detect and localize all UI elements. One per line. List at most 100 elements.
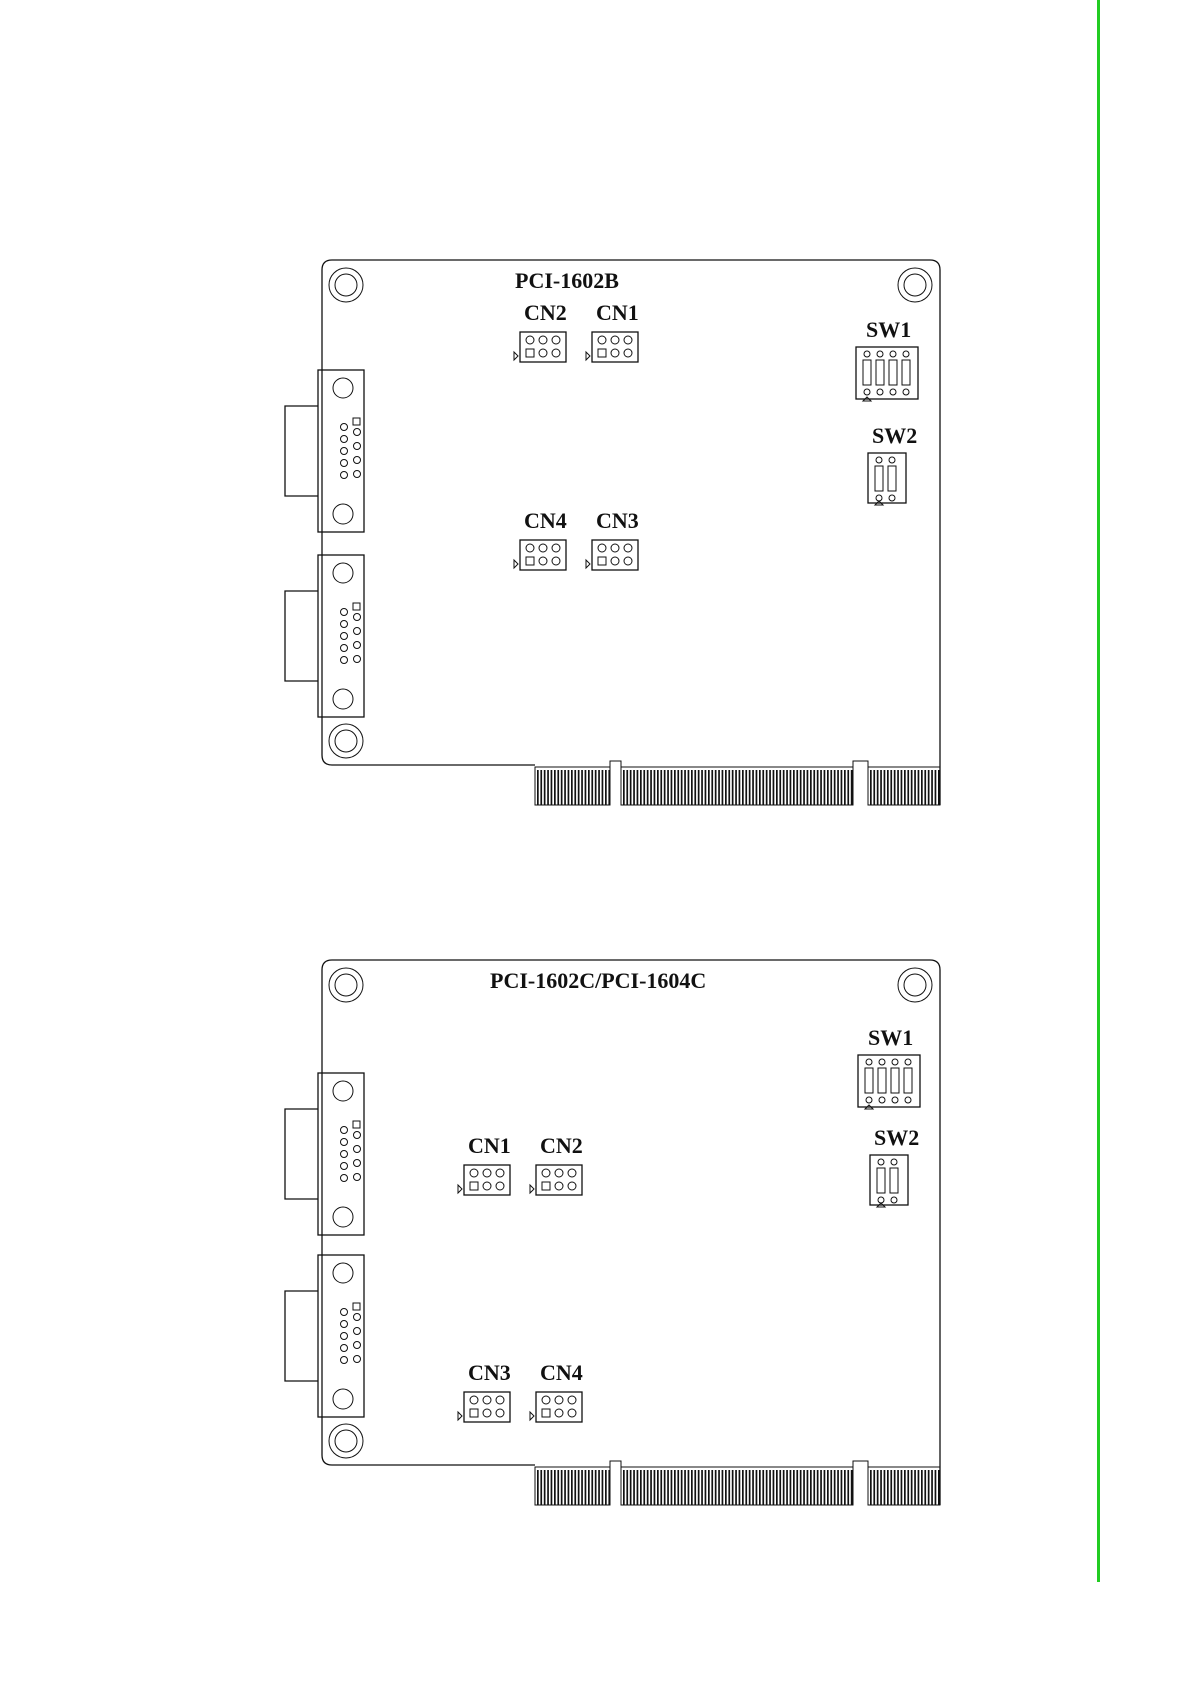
- edge-finger: [897, 770, 899, 805]
- switch-lever: [904, 1068, 912, 1093]
- db9-pin: [354, 1314, 361, 1321]
- edge-finger: [769, 1470, 771, 1505]
- edge-finger: [837, 770, 839, 805]
- edge-finger: [887, 770, 889, 805]
- header-pin: [496, 1409, 504, 1417]
- edge-finger: [561, 770, 563, 805]
- edge-finger: [705, 1470, 707, 1505]
- connector-label-cn4: CN4: [524, 508, 567, 533]
- pin-header: [586, 540, 638, 570]
- edge-finger: [779, 1470, 781, 1505]
- db9-pin: [354, 443, 361, 450]
- db9-shell: [285, 591, 318, 681]
- edge-finger: [574, 770, 576, 805]
- pin1-marker: [458, 1412, 462, 1420]
- edge-finger: [824, 770, 826, 805]
- edge-finger: [684, 770, 686, 805]
- edge-finger: [935, 770, 937, 805]
- connector-label-cn3: CN3: [468, 1360, 511, 1385]
- edge-finger: [722, 1470, 724, 1505]
- edge-finger: [732, 770, 734, 805]
- edge-finger: [544, 770, 546, 805]
- db9-pin: [354, 1132, 361, 1139]
- switch-lever: [863, 360, 871, 385]
- header-pin: [483, 1409, 491, 1417]
- edge-finger: [773, 1470, 775, 1505]
- db9-pin: [341, 609, 348, 616]
- switch-contact: [903, 351, 909, 357]
- edge-finger: [938, 770, 940, 805]
- edge-finger: [796, 770, 798, 805]
- edge-finger: [824, 1470, 826, 1505]
- board-drawing: PCI-1602C/PCI-1604C CN1 CN2 CN3 CN4 SW1 …: [0, 955, 1190, 1515]
- header-pin: [526, 336, 534, 344]
- edge-finger: [554, 1470, 556, 1505]
- edge-finger: [654, 1470, 656, 1505]
- header-pin: [611, 349, 619, 357]
- header-pin: [483, 1396, 491, 1404]
- edge-finger: [650, 770, 652, 805]
- edge-finger: [901, 1470, 903, 1505]
- edge-finger: [904, 1470, 906, 1505]
- edge-finger: [633, 770, 635, 805]
- edge-finger: [540, 1470, 542, 1505]
- header-pin: [552, 349, 560, 357]
- edge-finger: [557, 770, 559, 805]
- switch-contact: [889, 495, 895, 501]
- switch-label-sw1: SW1: [866, 317, 911, 342]
- header-pin: [470, 1169, 478, 1177]
- switch-contact: [892, 1059, 898, 1065]
- edge-finger: [870, 770, 872, 805]
- edge-finger: [830, 1470, 832, 1505]
- header-pin: [624, 557, 632, 565]
- db9-pin: [341, 436, 348, 443]
- edge-finger: [841, 1470, 843, 1505]
- switch-contact: [866, 1059, 872, 1065]
- header-pin-square: [598, 557, 606, 565]
- switch-contact: [877, 389, 883, 395]
- edge-finger: [571, 770, 573, 805]
- edge-finger: [820, 1470, 822, 1505]
- mount-hole: [898, 268, 932, 302]
- switch-lever: [891, 1068, 899, 1093]
- db9-pin: [341, 1333, 348, 1340]
- dip-switch: [870, 1155, 908, 1207]
- edge-finger: [581, 770, 583, 805]
- pin1-marker: [530, 1185, 534, 1193]
- edge-finger: [884, 770, 886, 805]
- edge-finger: [813, 1470, 815, 1505]
- header-pin: [496, 1169, 504, 1177]
- edge-finger: [701, 770, 703, 805]
- edge-finger: [921, 1470, 923, 1505]
- mount-hole: [329, 268, 363, 302]
- edge-finger: [807, 1470, 809, 1505]
- switch-lever: [875, 466, 883, 491]
- edge-finger: [841, 770, 843, 805]
- db9-port: [285, 370, 364, 532]
- switch-label-sw1: SW1: [868, 1025, 913, 1050]
- dip-switch: [856, 347, 918, 401]
- switch-contact: [879, 1059, 885, 1065]
- mount-holes: [329, 968, 932, 1458]
- edge-finger-group: [535, 1467, 610, 1505]
- header-pin: [611, 336, 619, 344]
- edge-finger: [598, 1470, 600, 1505]
- edge-finger: [897, 1470, 899, 1505]
- edge-finger: [588, 1470, 590, 1505]
- edge-finger: [827, 770, 829, 805]
- edge-finger: [890, 770, 892, 805]
- db9-pin: [341, 1139, 348, 1146]
- db9-pin: [354, 471, 361, 478]
- connector-label-cn1: CN1: [468, 1133, 511, 1158]
- edge-finger: [677, 770, 679, 805]
- board-outline: [322, 960, 940, 1505]
- db9-pin: [354, 1328, 361, 1335]
- header-pin: [496, 1396, 504, 1404]
- edge-finger: [715, 770, 717, 805]
- db9-screw-hole: [333, 1389, 353, 1409]
- mount-hole-inner: [904, 974, 926, 996]
- mount-hole-inner: [335, 730, 357, 752]
- edge-finger: [725, 1470, 727, 1505]
- edge-finger: [701, 1470, 703, 1505]
- dip-switch: [858, 1055, 920, 1109]
